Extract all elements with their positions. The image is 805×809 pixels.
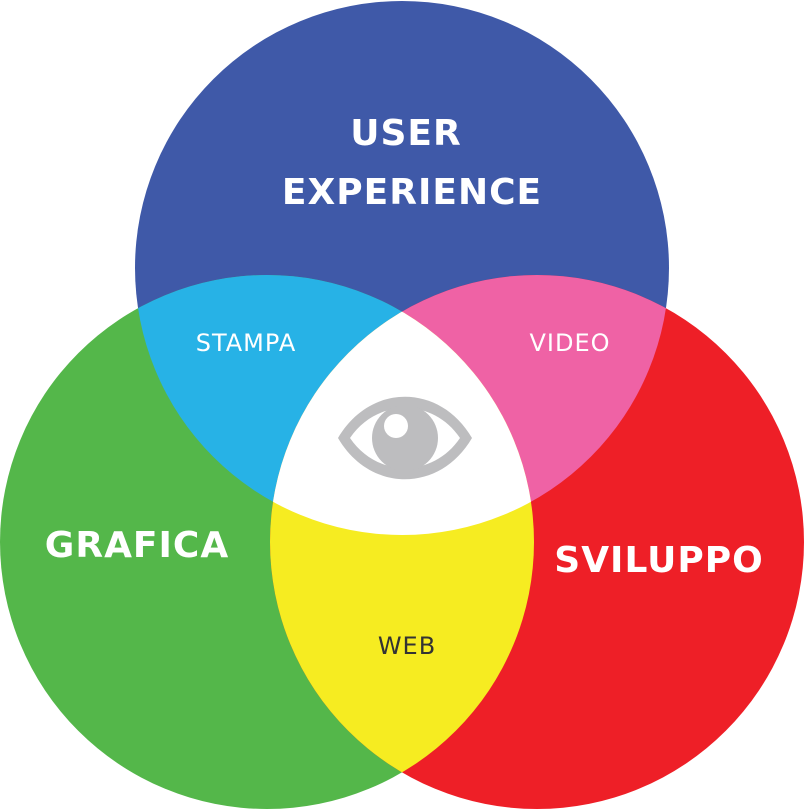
set-top-label-line1: USER — [350, 113, 461, 154]
set-right-label: SVILUPPO — [554, 540, 763, 581]
overlap-top-left-label: STAMPA — [196, 329, 297, 357]
set-left-label: GRAFICA — [45, 525, 229, 566]
overlap-top-right-label: VIDEO — [529, 329, 610, 357]
set-top-label-line2: EXPERIENCE — [282, 172, 542, 213]
eye-iris — [372, 405, 438, 471]
eye-highlight — [384, 414, 408, 438]
eye-icon — [338, 396, 472, 480]
overlap-left-right-label: WEB — [378, 632, 436, 660]
